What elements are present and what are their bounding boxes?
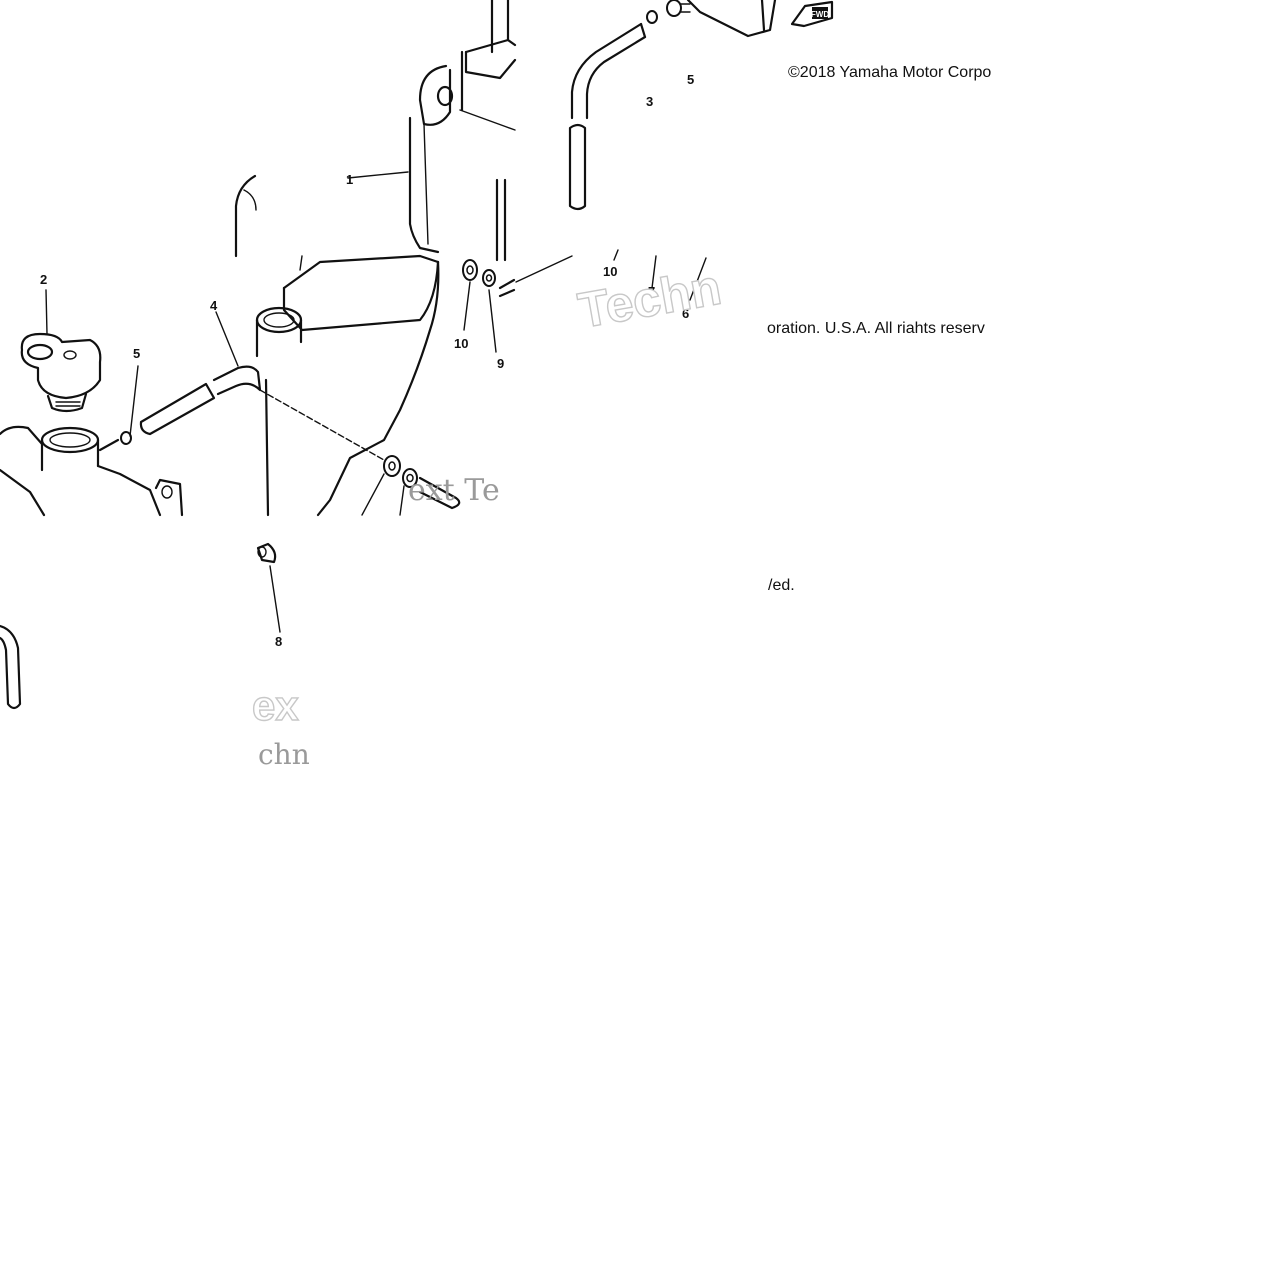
- radiator-cap: [20, 289, 102, 413]
- hose-4: [139, 311, 262, 436]
- callout-4: 4: [210, 298, 218, 313]
- drain-plug: [256, 542, 281, 633]
- watermark-text-3: ex: [252, 682, 299, 729]
- callout-3: 3: [646, 94, 653, 109]
- upper-bracket: FWD: [646, 0, 834, 38]
- hose-3: [568, 22, 647, 211]
- watermark-text-1: Techn: [574, 259, 725, 339]
- copyright-line-a: ©2018 Yamaha Motor Corpo: [788, 64, 991, 81]
- callout-8: 8: [275, 634, 282, 649]
- callout-10-lower: 10: [454, 336, 468, 351]
- fwd-badge-label: FWD: [811, 10, 829, 19]
- upper-fasteners: [462, 249, 707, 353]
- callout-5-upper: 5: [687, 72, 694, 87]
- callout-5-lower: 5: [133, 346, 140, 361]
- lower-fasteners: [361, 455, 461, 516]
- callout-1: 1: [346, 172, 353, 187]
- callout-7: 7: [648, 284, 655, 299]
- callout-6: 6: [682, 306, 689, 321]
- watermark-text-4: chn: [258, 738, 310, 771]
- fwd-badge-icon: FWD: [790, 0, 834, 28]
- callout-10-upper: 10: [603, 264, 617, 279]
- bottom-hose: [0, 624, 22, 710]
- lower-tank: [0, 365, 184, 517]
- callout-9: 9: [497, 356, 504, 371]
- watermark-text-2: ext Te: [408, 473, 500, 508]
- reservoir-tank: [234, 0, 517, 517]
- copyright-line-b: oration. U.S.A. All riahts reserv: [767, 320, 985, 337]
- callout-2: 2: [40, 272, 47, 287]
- copyright-line-c: /ed.: [768, 577, 795, 594]
